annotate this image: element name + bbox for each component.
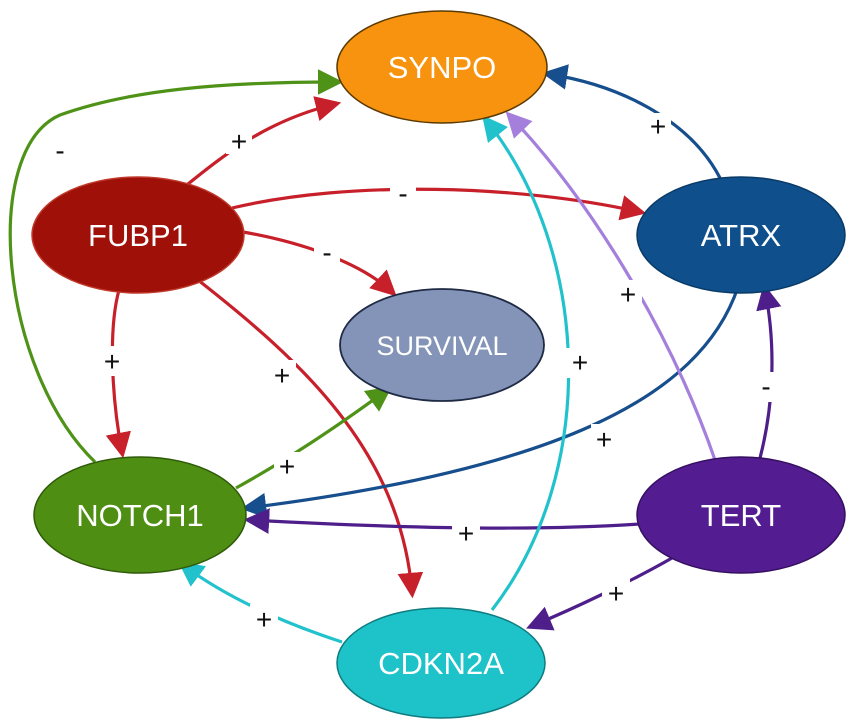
node-label: FUBP1 [88,218,188,253]
edge-sign: - [55,135,64,166]
edge-line [541,64,722,179]
edge-sign: - [398,178,407,209]
edge-line [197,278,424,599]
edge-sign-gap [566,348,594,378]
edge-atrx-notch1: + [240,286,740,519]
edge-sign: + [596,424,612,455]
edge-sign-gap [314,238,340,264]
node-shape [33,456,247,574]
edge-tert-cdkn2a: + [526,556,673,631]
node-survival: SURVIVAL [339,288,545,402]
edge-sign-gap [602,578,630,608]
node-notch1: NOTCH1 [33,456,247,574]
node-atrx: ATRX [636,176,846,294]
edge-sign: - [322,237,331,268]
node-shape [339,288,545,402]
node-shape [336,607,546,719]
edge-cdkn2a-notch1: + [177,561,343,644]
edge-atrx-synpo: + [541,64,722,179]
edge-sign: + [458,518,474,549]
edge-fubp1-cdkn2a: + [197,278,424,599]
edge-line [243,508,641,534]
edge-notch1-survival: + [235,386,393,490]
edge-sign: + [231,126,247,157]
edge-sign: + [274,360,290,391]
node-shape [336,10,548,124]
node-synpo: SYNPO [336,10,548,124]
edge-sign: - [761,371,770,402]
edge-line [235,386,393,490]
node-label: SURVIVAL [376,331,507,361]
node-label: NOTCH1 [76,498,203,533]
edge-tert-synpo: + [505,111,717,461]
edge-sign-gap [274,452,300,480]
edge-sign-gap [390,180,416,206]
edge-sign-gap [645,113,671,141]
edge-fubp1-synpo: + [186,96,342,186]
edge-sign-gap [226,128,252,154]
edge-tert-atrx: - [754,283,782,459]
edge-sign: + [608,578,624,609]
node-label: ATRX [701,218,782,253]
node-fubp1: FUBP1 [31,176,245,294]
node-shape [636,456,846,574]
edge-sign: + [650,111,666,142]
edge-sign-gap [614,280,642,310]
edge-sign-gap [250,604,278,634]
edge-line [231,187,647,221]
edge-sign: + [620,279,636,310]
edge-sign-gap [754,372,778,402]
edge-fubp1-survival: - [242,230,397,297]
edge-sign-gap [452,518,480,548]
edge-fubp1-atrx: - [231,178,647,221]
node-label: CDKN2A [378,646,504,681]
edge-sign-gap [591,424,617,454]
node-tert: TERT [636,456,846,574]
edge-line [186,96,342,186]
edge-sign: + [572,347,588,378]
edge-cdkn2a-synpo: + [482,114,594,611]
edge-sign: + [279,451,295,482]
edge-tert-notch1: + [243,508,641,549]
edge-sign-gap [268,360,296,390]
edge-notch1-synpo: - [8,69,344,464]
edge-sign: + [256,604,272,635]
node-label: SYNPO [388,50,497,85]
node-cdkn2a: CDKN2A [336,607,546,719]
edge-sign-gap [48,136,72,164]
node-shape [636,176,846,294]
node-shape [31,176,245,294]
edge-line [8,69,344,464]
edge-line [505,111,717,461]
edge-line [756,283,782,459]
edge-fubp1-notch1: + [99,289,131,459]
node-label: TERT [701,498,781,533]
edge-sign: + [104,346,120,377]
edge-sign-gap [99,346,125,376]
